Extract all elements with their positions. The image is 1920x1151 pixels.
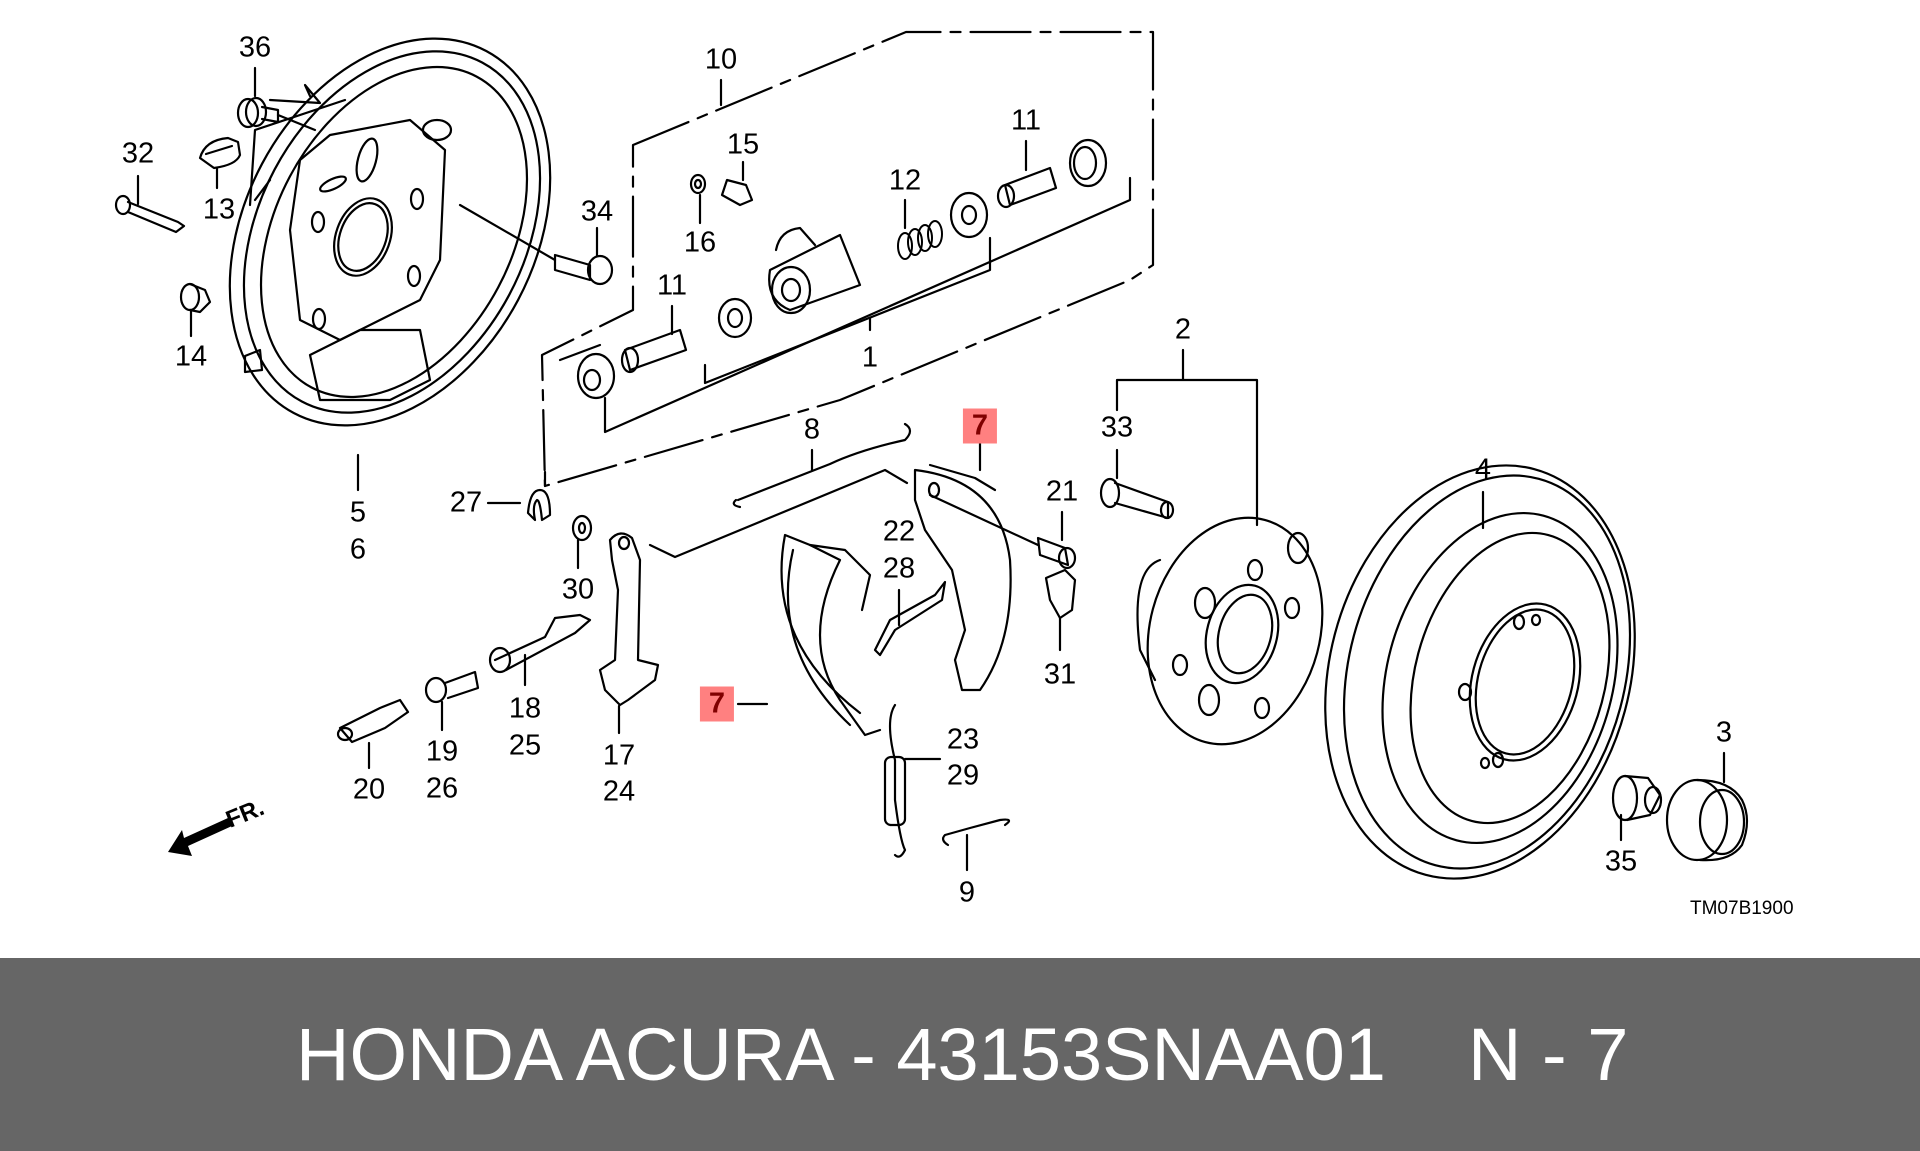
callout-part-number: 1 (861, 341, 879, 374)
bolt-36-drawing (236, 66, 317, 132)
brake-shoe-left-drawing (736, 533, 882, 737)
bolt-34-drawing (458, 203, 614, 286)
callout-part-number: 35 (1604, 845, 1638, 878)
callout-part-number: 12 (888, 164, 922, 197)
adjuster-18-drawing (488, 613, 592, 687)
spring-8-drawing (732, 422, 912, 509)
callout-part-number: 5 (349, 496, 367, 529)
clip-31-drawing (1044, 568, 1077, 652)
spring-9-drawing (941, 818, 1011, 872)
callout-part-number: 21 (1045, 475, 1079, 508)
grommet-13-drawing (198, 136, 242, 190)
front-arrow-icon: FR. (168, 794, 268, 856)
screw-19-drawing (424, 670, 480, 732)
cap-3-drawing (1665, 751, 1749, 862)
callout-part-number: 17 (602, 739, 636, 772)
footer-bar: HONDA ACURA - 43153SNAA01 N - 7 (0, 958, 1920, 1151)
callout-part-number: 24 (602, 775, 636, 808)
callout-part-number: 30 (561, 573, 595, 606)
brake-shoe-right-drawing (913, 441, 1012, 692)
callout-part-number: 25 (508, 729, 542, 762)
lever-17-drawing (598, 532, 660, 735)
callout-part-number: 23 (946, 723, 980, 756)
callout-part-number: 16 (683, 226, 717, 259)
callout-part-number: 32 (121, 137, 155, 170)
callout-part-number: 18 (508, 692, 542, 725)
callout-part-number: 10 (704, 43, 738, 76)
backing-plate-drawing (228, 37, 552, 427)
callout-part-number: 14 (174, 340, 208, 373)
callout-part-number: 28 (882, 552, 916, 585)
callout-part-number: 13 (202, 193, 236, 226)
part-number-title: HONDA ACURA - 43153SNAA01 (296, 1012, 1386, 1096)
washer-30-drawing (571, 514, 593, 570)
callout-part-number: 26 (425, 772, 459, 805)
callout-part-number: 2 (1174, 313, 1192, 346)
svg-text:FR.: FR. (222, 794, 268, 834)
callout-part-number: 15 (726, 128, 760, 161)
cap-14-drawing (179, 282, 212, 338)
exploded-view-drawing (114, 30, 1749, 880)
clip-27-drawing (486, 488, 552, 522)
diagram-position-label: N - 7 (1468, 1012, 1629, 1096)
callout-part-number: 33 (1100, 411, 1134, 444)
callout-part-number: 29 (946, 759, 980, 792)
callout-part-number: 22 (882, 515, 916, 548)
callout-part-number: 20 (352, 773, 386, 806)
diagram-reference-code: TM07B1900 (1690, 898, 1794, 919)
callout-part-number: 4 (1474, 453, 1492, 486)
callout-part-number: 6 (349, 533, 367, 566)
callout-highlighted-part[interactable]: 7 (699, 686, 735, 722)
callout-part-number: 3 (1715, 716, 1733, 749)
wheel-cylinder-parts (558, 138, 1132, 434)
drum-drawing (1324, 464, 1636, 880)
wheel-cylinder-box (540, 30, 1155, 488)
bracket-22-drawing (873, 580, 947, 657)
pin-32-drawing (114, 174, 186, 234)
spring-23-drawing (883, 703, 942, 858)
pin-21-drawing (928, 493, 1077, 570)
callout-part-number: 34 (580, 195, 614, 228)
stud-33-drawing (1099, 448, 1175, 520)
callout-part-number: 11 (656, 269, 688, 302)
socket-20-drawing (336, 698, 410, 770)
callout-part-number: 19 (425, 735, 459, 768)
callout-part-number: 8 (803, 413, 821, 446)
callout-part-number: 36 (238, 31, 272, 64)
callout-part-number: 9 (958, 876, 976, 909)
nut-35-drawing (1611, 774, 1663, 842)
callout-part-number: 31 (1043, 658, 1077, 691)
hub-drawing (1136, 516, 1324, 746)
callout-highlighted-part[interactable]: 7 (962, 408, 998, 444)
callout-part-number: 27 (449, 486, 483, 519)
callout-part-number: 11 (1010, 104, 1042, 137)
